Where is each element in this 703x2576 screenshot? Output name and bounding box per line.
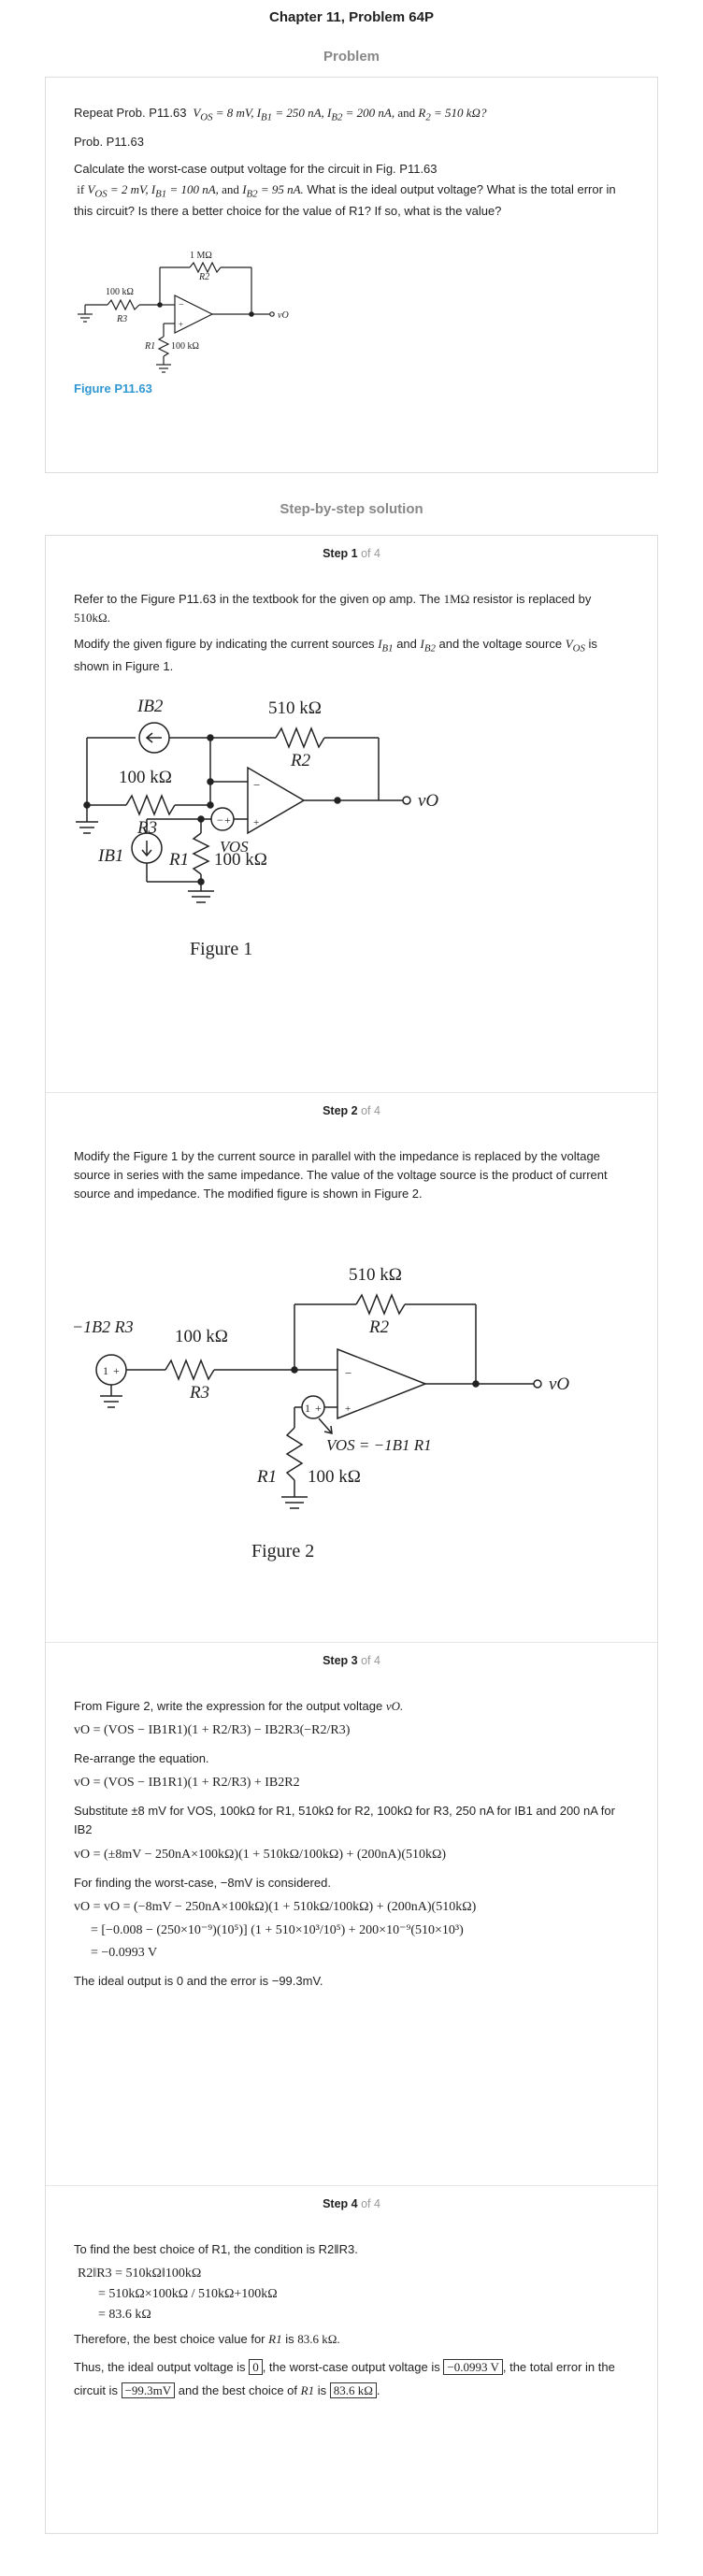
figure-p11-63: − + 1 MΩ R2 100 kΩ R3 R1 100 kΩ vO bbox=[78, 251, 289, 373]
fig-p-r1-value: 100 kΩ bbox=[171, 341, 199, 352]
fig-p-r3-value: 100 kΩ bbox=[106, 287, 134, 297]
step-3-eq-1: vO = (VOS − IB1R1)(1 + R2/R3) − IB2R3(−R… bbox=[74, 1723, 351, 1738]
fig1-r2-value: 510 kΩ bbox=[268, 698, 322, 718]
step-4-text-2: Therefore, the best choice value for R1 … bbox=[74, 2332, 340, 2347]
svg-text:+: + bbox=[179, 320, 183, 329]
problem-panel: Repeat Prob. P11.63 VOS = 8 mV, IB1 = 25… bbox=[45, 77, 658, 473]
svg-text:+: + bbox=[253, 817, 259, 828]
figure-2: 1 + 1 + − + −1B2 R3 100 kΩ R3 510 kΩ R2 … bbox=[72, 1265, 569, 1561]
fig1-r2-label: R2 bbox=[290, 751, 311, 770]
svg-text:−: − bbox=[179, 300, 184, 310]
fig1-r3-value: 100 kΩ bbox=[119, 768, 172, 787]
solution-panel: Step 1 of 4 Refer to the Figure P11.63 i… bbox=[45, 535, 658, 2534]
fig1-vos-label: VOS bbox=[220, 838, 249, 856]
svg-text:+: + bbox=[345, 1403, 351, 1415]
figure-p11-63-caption: Figure P11.63 bbox=[74, 381, 152, 396]
step-3-eq-3: vO = (±8mV − 250nA×100kΩ)(1 + 510kΩ/100k… bbox=[74, 1847, 447, 1862]
step-3-text-2: Re-arrange the equation. bbox=[74, 1751, 209, 1766]
step-1-text-2: Modify the given figure by indicating th… bbox=[74, 637, 597, 673]
fig2-caption: Figure 2 bbox=[251, 1541, 314, 1561]
fig-p-r2-label: R2 bbox=[198, 272, 209, 282]
svg-text:−: − bbox=[253, 778, 260, 792]
fig-p-r3-label: R3 bbox=[116, 314, 127, 324]
fig2-r3-value: 100 kΩ bbox=[175, 1327, 228, 1346]
step-3-heading: Step 3 of 4 bbox=[323, 1654, 380, 1667]
svg-text:1: 1 bbox=[305, 1402, 310, 1415]
fig2-r3-label: R3 bbox=[189, 1383, 209, 1403]
fig1-r1-value: 100 kΩ bbox=[214, 850, 267, 870]
fig1-ib2-label: IB2 bbox=[136, 697, 164, 716]
fig-p-r1-label: R1 bbox=[144, 341, 155, 352]
svg-text:1: 1 bbox=[103, 1364, 108, 1377]
answer-total-error: −99.3mV bbox=[121, 2382, 176, 2398]
svg-text:−: − bbox=[345, 1366, 352, 1380]
step-4-text-3: Thus, the ideal output voltage is 0, the… bbox=[74, 2359, 615, 2398]
step-3: Step 3 of 4 From Figure 2, write the exp… bbox=[46, 1643, 657, 2185]
step-1: Step 1 of 4 Refer to the Figure P11.63 i… bbox=[46, 536, 657, 1092]
step-4-eq-2: = 510kΩ×100kΩ / 510kΩ+100kΩ bbox=[98, 2287, 278, 2302]
step-divider bbox=[46, 1642, 657, 1643]
step-divider bbox=[46, 2185, 657, 2186]
problem-line-4: if VOS = 2 mV, IB1 = 100 nA, and IB2 = 9… bbox=[74, 181, 616, 219]
step-3-text-5: The ideal output is 0 and the error is −… bbox=[74, 1973, 323, 1988]
fig2-vos-label: VOS = −1B1 R1 bbox=[326, 1436, 432, 1454]
step-2-text: Modify the Figure 1 by the current sourc… bbox=[74, 1149, 608, 1202]
fig1-caption: Figure 1 bbox=[190, 939, 252, 959]
step-4-text-1: To find the best choice of R1, the condi… bbox=[74, 2242, 358, 2256]
fig1-output-label: vO bbox=[418, 791, 438, 811]
problem-line-1-math: VOS = 8 mV, IB1 = 250 nA, IB2 = 200 nA, … bbox=[190, 106, 487, 123]
answer-best-r1: 83.6 kΩ bbox=[329, 2382, 377, 2398]
fig1-r1-label: R1 bbox=[168, 850, 189, 870]
answer-ideal-output: 0 bbox=[249, 2359, 263, 2376]
step-3-eq-4c: = −0.0993 V bbox=[91, 1945, 158, 1960]
step-3-text-1: From Figure 2, write the expression for … bbox=[74, 1699, 404, 1713]
step-2-heading: Step 2 of 4 bbox=[323, 1104, 380, 1117]
figure-1: − + − + IB2 510 kΩ R2 100 kΩ R3 VOS IB1 … bbox=[76, 697, 438, 959]
problem-line-2: Prob. P11.63 bbox=[74, 135, 144, 150]
svg-text:+: + bbox=[224, 813, 231, 827]
fig1-ib1-label: IB1 bbox=[97, 846, 123, 866]
svg-text:−: − bbox=[217, 813, 223, 827]
solution-section-label: Step-by-step solution bbox=[280, 501, 423, 517]
step-1-heading: Step 1 of 4 bbox=[323, 547, 380, 560]
problem-line-3: Calculate the worst-case output voltage … bbox=[74, 161, 438, 176]
step-4-heading: Step 4 of 4 bbox=[323, 2197, 380, 2210]
step-1-text-1: Refer to the Figure P11.63 in the textbo… bbox=[74, 592, 592, 626]
svg-text:+: + bbox=[113, 1364, 120, 1377]
fig2-r2-label: R2 bbox=[368, 1317, 390, 1337]
step-3-eq-2: vO = (VOS − IB1R1)(1 + R2/R3) + IB2R2 bbox=[74, 1776, 300, 1791]
step-4-eq-3: = 83.6 kΩ bbox=[98, 2308, 151, 2323]
fig2-r1-label: R1 bbox=[256, 1467, 277, 1487]
step-3-text-3: Substitute ±8 mV for VOS, 100kΩ for R1, … bbox=[74, 1804, 615, 1837]
fig2-output-label: vO bbox=[549, 1374, 569, 1394]
problem-line-1: Repeat Prob. P11.63 VOS = 8 mV, IB1 = 25… bbox=[74, 106, 487, 123]
fig2-r2-value: 510 kΩ bbox=[349, 1265, 402, 1285]
step-3-eq-4b: = [−0.008 − (250×10⁻⁹)(10⁵)] (1 + 510×10… bbox=[91, 1922, 464, 1937]
step-2: Step 2 of 4 Modify the Figure 1 by the c… bbox=[46, 1093, 657, 1642]
step-3-text-4: For finding the worst-case, −8mV is cons… bbox=[74, 1875, 331, 1890]
problem-section-label: Problem bbox=[323, 49, 380, 65]
svg-text:+: + bbox=[315, 1402, 322, 1415]
answer-worst-case-output: −0.0993 V bbox=[443, 2359, 503, 2376]
fig2-source-label: −1B2 R3 bbox=[72, 1317, 134, 1336]
problem-line-4-math: if VOS = 2 mV, IB1 = 100 nA, and IB2 = 9… bbox=[77, 181, 304, 200]
fig-p-output-label: vO bbox=[278, 310, 289, 321]
fig1-r3-label: R3 bbox=[136, 818, 157, 838]
step-divider bbox=[46, 1092, 657, 1093]
page-title: Chapter 11, Problem 64P bbox=[269, 9, 434, 25]
fig2-r1-value: 100 kΩ bbox=[308, 1467, 361, 1487]
step-4-eq-1: R2‖R3 = 510kΩ‖100kΩ bbox=[78, 2267, 202, 2281]
step-4: Step 4 of 4 To find the best choice of R… bbox=[46, 2186, 657, 2403]
fig-p-r2-value: 1 MΩ bbox=[190, 251, 212, 261]
step-3-eq-4a: vO = vO = (−8mV − 250nA×100kΩ)(1 + 510kΩ… bbox=[74, 1899, 477, 1914]
